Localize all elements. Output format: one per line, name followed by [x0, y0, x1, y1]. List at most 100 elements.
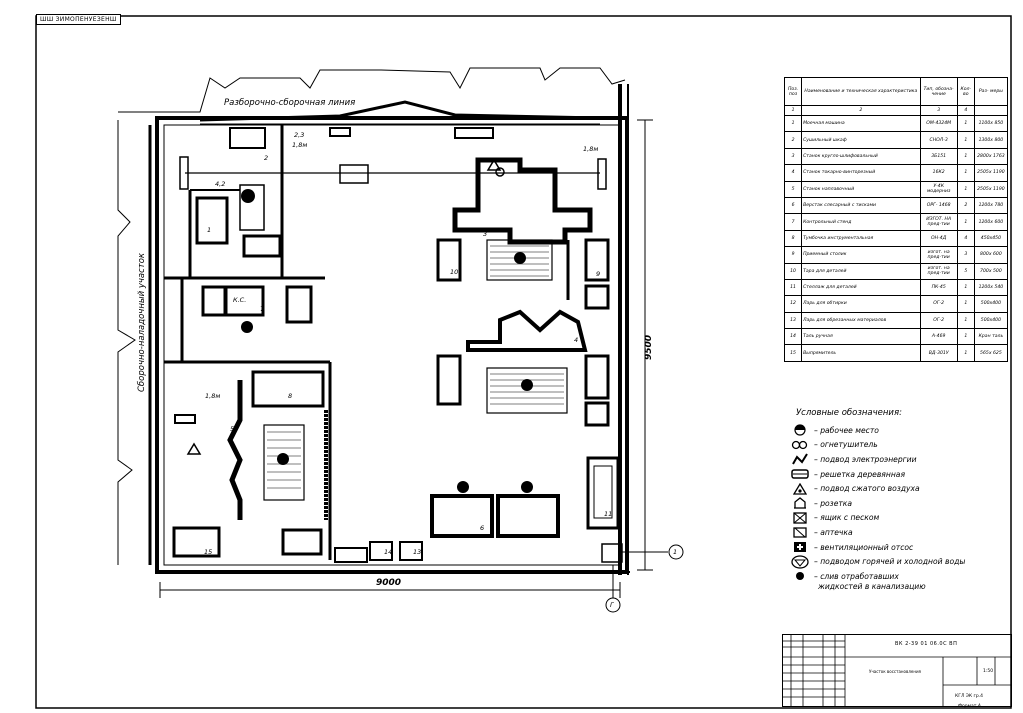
spec-type: 3Б151	[919, 147, 958, 166]
spec-name: Станок токарно-винторезный	[801, 164, 921, 182]
spec-name: Моечная машина	[801, 114, 921, 133]
legend-item: – розетка	[790, 496, 1010, 511]
spec-name: Станок кругло-шлифовальный	[801, 147, 921, 166]
spec-size: 1200х 540	[973, 278, 1009, 297]
spec-pos: 12	[783, 295, 803, 313]
spec-qty: 1	[956, 278, 975, 297]
water-supply-icon	[790, 554, 810, 569]
spec-name: Ларь для обтирки	[801, 295, 921, 313]
axis-marker-G	[605, 597, 621, 613]
spec-pos: 10	[783, 262, 803, 280]
dim-4-2: 4,2	[215, 180, 226, 188]
spec-qty: 1	[956, 114, 975, 133]
spec-header-size: Раз- меры	[973, 77, 1009, 106]
legend-item-label: – решетка деревянная	[814, 469, 906, 479]
index-cell: 2	[801, 105, 921, 116]
spec-type: ИЗГОТ. НА пред-тии	[919, 213, 958, 231]
pos-13: 13	[413, 548, 422, 556]
legend-item-label: – огнетушитель	[814, 440, 878, 450]
axis-marker-1	[668, 544, 684, 560]
spec-name: Тумбочка инструментальная	[801, 229, 921, 248]
pos-9: 9	[596, 270, 601, 278]
pos-6: 6	[480, 524, 485, 532]
pos-15: 15	[204, 548, 213, 556]
drawing-name: Участок восстановления	[869, 669, 921, 674]
spec-qty: 1	[956, 213, 975, 231]
wooden-grating-icon	[790, 468, 810, 481]
legend-drain-line2: жидкостей в канализацию	[818, 581, 926, 591]
welding-workstation	[227, 380, 243, 520]
spec-header-type: Тип, обозна- чение	[919, 77, 958, 106]
hoist	[339, 164, 369, 184]
workplace-icon	[790, 424, 810, 437]
spec-pos: 7	[783, 213, 803, 231]
spec-name: Контрольный стенд	[801, 213, 921, 231]
spec-qty: 1	[956, 164, 975, 182]
compressed-air-icon	[790, 482, 810, 495]
spec-size: 565х 625	[973, 344, 1009, 362]
legend-items: – рабочее место– огнетушитель– подвод эл…	[790, 423, 1010, 584]
socket-icon	[790, 497, 810, 510]
index-cell: 3	[919, 105, 958, 116]
spec-name: Приемный столик	[801, 246, 921, 264]
spec-size: 500х400	[973, 311, 1009, 330]
title-block: ВК 2-39 01 06.0С ВП Участок восстановлен…	[782, 634, 1012, 707]
spec-qty: 1	[956, 328, 975, 346]
pos-3: 3	[483, 230, 488, 238]
spec-type: У-4К модерниз	[919, 180, 958, 198]
break-line-left	[117, 120, 136, 565]
legend: Условные обозначения: – рабочее место– о…	[790, 408, 1010, 591]
drawing-scale: 1:50	[983, 669, 994, 674]
grating-2	[486, 367, 568, 414]
grating-1	[486, 239, 553, 281]
spec-size: Кран таль	[973, 328, 1009, 346]
spec-pos: 9	[783, 246, 803, 264]
legend-item-label: – розетка	[814, 498, 853, 508]
specification-table: Поз. поз Наименование и техническая хара…	[783, 77, 1009, 362]
axis-1-label: 1	[673, 548, 678, 556]
spec-pos: 5	[783, 180, 803, 198]
spec-size: 2505х 1190	[973, 164, 1009, 182]
dim-2-3: 2,3	[294, 131, 305, 139]
kc-label: К.С.	[233, 296, 247, 304]
spec-pos: 15	[783, 344, 803, 362]
control-stand	[224, 285, 265, 317]
pos-8: 8	[288, 392, 293, 400]
spec-qty: 1	[956, 295, 975, 313]
spec-qty: 4	[956, 229, 975, 248]
spec-name: Сушильный шкаф	[801, 131, 921, 149]
spec-name: Ларь для обрезанных материалов	[801, 311, 921, 330]
legend-item: – решетка деревянная	[790, 467, 1010, 482]
workbench-2	[496, 494, 560, 538]
legend-item: – ящик с песком	[790, 511, 1010, 526]
spec-type: А-469	[919, 328, 958, 346]
legend-item: – аптечка	[790, 525, 1010, 540]
spec-pos: 2	[783, 131, 803, 149]
sheet-stamp: ШШ ЗИМОПЕНУЕЗЕНШ	[36, 14, 121, 25]
spec-type: 16К2	[919, 164, 958, 182]
spec-size: 1200х 600	[973, 213, 1009, 231]
pos-5: 5	[230, 425, 235, 433]
assembly-line-label: Разборочно-сборочная линия	[224, 98, 356, 108]
spec-type: ОГ-2	[919, 295, 958, 313]
index-cell: 4	[956, 105, 975, 116]
spec-type: изгот. на пред-тии	[919, 262, 958, 280]
spec-name: Таль ручная	[801, 328, 921, 346]
workplace-markers	[241, 189, 533, 493]
spec-type: ОН-4Д	[919, 229, 958, 248]
index-cell: 1	[783, 105, 803, 116]
spec-header-name: Наименование и техническая характеристик…	[801, 77, 921, 106]
spec-pos: 13	[783, 311, 803, 330]
spec-name: Выпрямитель	[801, 344, 921, 362]
break-line-top	[118, 67, 626, 113]
spec-name: Тара для деталей	[801, 262, 921, 280]
